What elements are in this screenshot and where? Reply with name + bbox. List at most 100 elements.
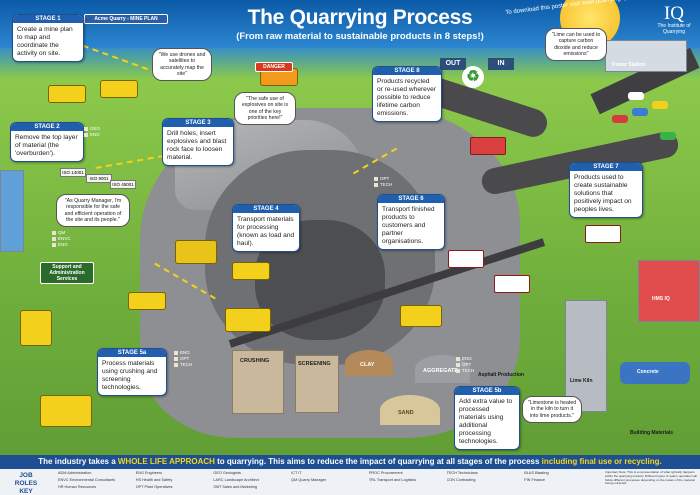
building-materials-label: Building Materials — [630, 430, 674, 436]
truck-icon — [232, 262, 270, 280]
out-sign: OUT — [440, 58, 466, 70]
car-icon — [632, 108, 648, 116]
stage-text: Remove the top layer of material (the 'o… — [15, 134, 78, 157]
stage-5b-card: STAGE 5b Add extra value to processed ma… — [454, 386, 520, 450]
car-icon — [660, 132, 676, 140]
iso-card: ISO 9001 — [86, 174, 112, 183]
stage-label: STAGE 5a — [98, 349, 166, 357]
mine-plan-sign: Acme Quarry - MINE PLAN — [84, 14, 168, 24]
key-item: PROC Procurement — [368, 471, 403, 475]
key-item: BLAS Blasting — [524, 471, 549, 475]
key-item: HR Human Resources — [58, 485, 96, 490]
stage-text: Transport finished products to customers… — [382, 206, 435, 245]
crushing-label: CRUSHING — [240, 358, 270, 364]
job-tag: ENG — [84, 132, 100, 137]
stage-4-card: STAGE 4 Transport materials for processi… — [232, 204, 300, 252]
footer-whole-life: WHOLE LIFE APPROACH — [117, 457, 215, 466]
key-item: ENG Engineers — [135, 471, 163, 475]
sand-label: SAND — [398, 410, 414, 416]
key-item: FIN Finance — [524, 478, 545, 483]
excavator-icon — [400, 305, 442, 327]
screening-label: SCREENING — [298, 361, 331, 367]
limestone-speech-bubble: "Limestone is heated in the kiln to turn… — [522, 396, 582, 423]
clay-pile — [345, 350, 393, 376]
job-tags-stage-5b: ENG OPT TECH — [456, 356, 474, 373]
key-title: JOB ROLES KEY — [14, 472, 38, 495]
job-tag: QM — [52, 230, 71, 235]
concrete-label: Concrete — [637, 369, 659, 375]
stage-label: STAGE 7 — [570, 163, 642, 171]
page-subtitle: (From raw material to sustainable produc… — [236, 31, 484, 42]
stage-2-card: STAGE 2 Remove the top layer of material… — [10, 122, 84, 162]
clay-label: CLAY — [360, 362, 375, 368]
stage-3-card: STAGE 3 Drill holes, insert explosives a… — [162, 118, 234, 166]
screening-plant — [295, 355, 339, 413]
job-tag: GEO — [84, 126, 100, 131]
dump-truck-icon — [40, 395, 92, 427]
stage-label: STAGE 8 — [373, 67, 441, 75]
in-sign: IN — [488, 58, 514, 70]
stage-text: Add extra value to processed materials u… — [459, 398, 513, 445]
job-tags-stage-6: OPT TECH — [374, 176, 392, 187]
delivery-truck-icon — [448, 250, 484, 268]
job-tag: TECH — [174, 362, 192, 367]
stage-text: Create a mine plan to map and coordinate… — [17, 26, 73, 57]
job-tag: ENG — [456, 356, 474, 361]
truck-icon — [20, 310, 52, 346]
job-tag: OPT — [456, 362, 474, 367]
job-tag: OPT — [174, 356, 192, 361]
stage-5a-card: STAGE 5a Process materials using crushin… — [97, 348, 167, 396]
job-tag: ENG — [52, 242, 71, 247]
asphalt-label: Asphalt Production — [478, 372, 525, 378]
key-item: GEO Geologists — [213, 471, 241, 475]
stage-label: STAGE 2 — [11, 123, 83, 131]
footer-text-pre: The industry takes a — [38, 457, 118, 466]
lime-speech-bubble: "Lime can be used to capture carbon diox… — [545, 28, 607, 62]
support-services-sign: Support and Administration Services — [40, 262, 94, 284]
job-tag: ENG — [174, 350, 192, 355]
crushing-plant — [232, 350, 284, 414]
lime-kiln-building — [565, 300, 607, 412]
key-item: HS Health and Safety — [135, 478, 173, 483]
sand-pile — [380, 395, 440, 425]
job-tag: OPT — [374, 176, 392, 181]
delivery-truck-icon — [585, 225, 621, 243]
stage-label: STAGE 6 — [378, 195, 444, 203]
iso-card: ISO 45001 — [110, 180, 136, 189]
hms-iq-building — [638, 260, 700, 322]
key-grid: ADM Administration ENG Engineers GEO Geo… — [58, 471, 598, 493]
office-building — [0, 170, 24, 252]
recycle-icon: ♻ — [462, 66, 484, 88]
job-tag: TECH — [374, 182, 392, 187]
key-item: LARC Landscape Architect — [213, 478, 259, 483]
footer-banner: The industry takes a WHOLE LIFE APPROACH… — [0, 455, 700, 469]
job-roles-key: JOB ROLES KEY ADM Administration ENG Eng… — [0, 469, 700, 495]
power-station — [605, 40, 687, 72]
explosives-speech-bubble: "The safe use of explosives on site is o… — [234, 92, 296, 126]
car-icon — [628, 92, 644, 100]
stage-text: Drill holes, insert explosives and blast… — [167, 130, 227, 161]
key-item: QM Quarry Manager — [291, 478, 326, 483]
stage-label: STAGE 4 — [233, 205, 299, 213]
delivery-truck-icon — [494, 275, 530, 293]
stage-text: Transport materials for processing (know… — [237, 216, 295, 247]
key-item: CON Contracting — [446, 478, 476, 483]
key-item: OPT Plant Operatives — [135, 485, 173, 490]
footer-text-mid: to quarrying. This aims to reduce the im… — [214, 457, 542, 466]
truck-icon — [225, 308, 271, 332]
key-item: ADM Administration — [58, 471, 92, 475]
car-icon — [612, 115, 628, 123]
iq-logo: IQ The Institute of Quarrying — [652, 4, 696, 35]
danger-sign: DANGER — [255, 62, 293, 72]
key-item: TECH Technicians — [446, 471, 478, 475]
job-tags-manager: QM ENVC ENG — [52, 230, 71, 247]
stage-8-card: STAGE 8 Products recycled or re-used whe… — [372, 66, 442, 122]
iso-card: ISO 14001 — [60, 168, 86, 177]
quarry-manager-speech-bubble: "As Quarry Manager, I'm responsible for … — [56, 194, 130, 228]
logo-letters: IQ — [663, 3, 685, 24]
stage-label: STAGE 5b — [455, 387, 519, 395]
hms-label: HMS IQ — [652, 296, 670, 302]
job-tags-stage-5a: ENG OPT TECH — [174, 350, 192, 367]
important-note: Important Note: This is a representation… — [605, 470, 697, 486]
